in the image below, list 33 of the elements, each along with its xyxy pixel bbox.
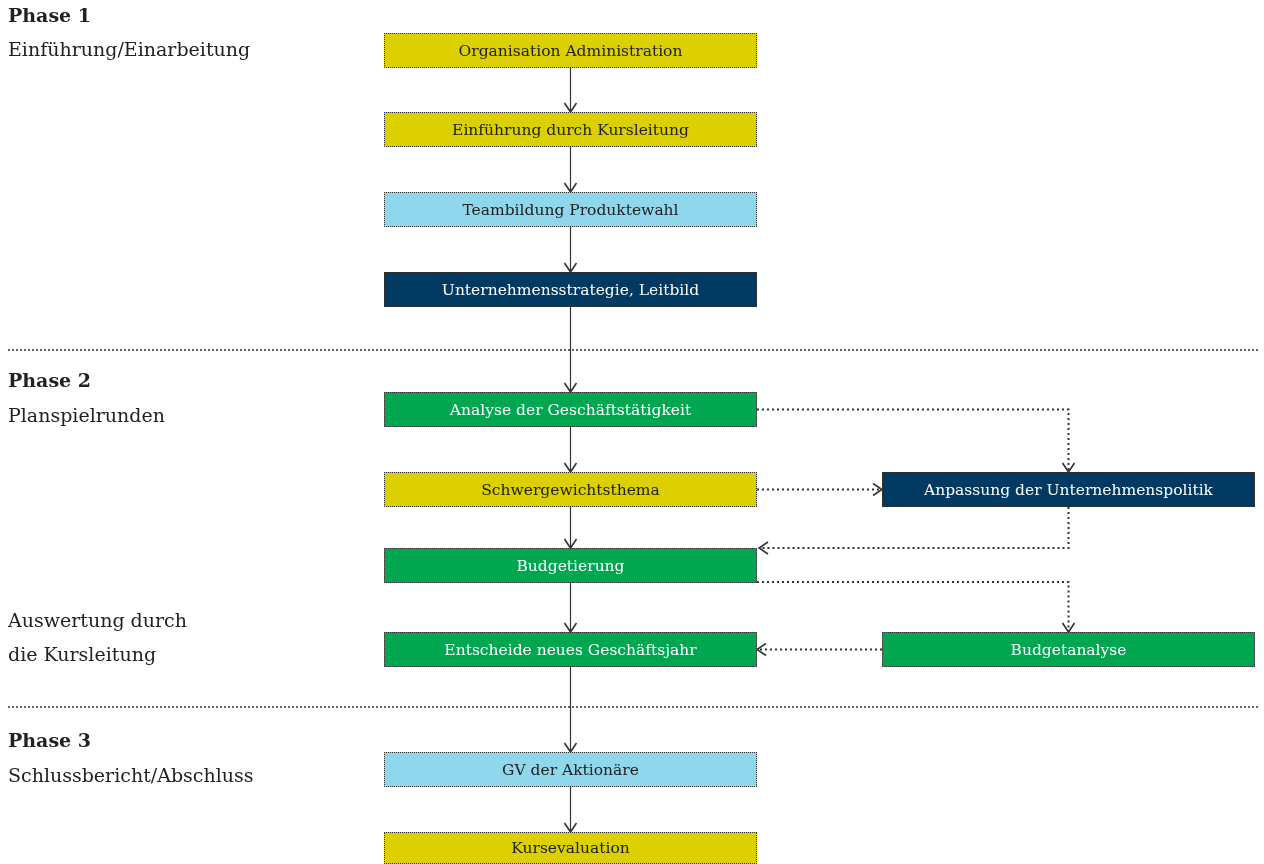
arrow xyxy=(563,146,578,193)
arrow xyxy=(563,226,578,273)
process-box: Budgetanalyse xyxy=(882,632,1255,667)
phase-description: Schlussbericht/Abschluss xyxy=(8,763,254,788)
arrow xyxy=(756,581,1076,633)
arrow xyxy=(563,582,578,633)
process-box: Schwergewichtsthema xyxy=(384,472,757,507)
arrow xyxy=(756,408,1076,473)
phase-heading: Phase 3 xyxy=(8,728,92,753)
process-box: Unternehmensstrategie, Leitbild xyxy=(384,272,757,307)
arrow xyxy=(563,426,578,473)
process-box: Entscheide neues Geschäftsjahr xyxy=(384,632,757,667)
arrow xyxy=(758,506,1070,555)
process-box: GV der Aktionäre xyxy=(384,752,757,787)
arrow xyxy=(563,67,578,113)
arrow xyxy=(563,786,578,833)
phase-heading: Phase 2 xyxy=(8,368,92,393)
process-box: Einführung durch Kursleitung xyxy=(384,112,757,147)
arrow xyxy=(563,506,578,549)
phase-description: Planspielrunden xyxy=(8,403,165,428)
arrow xyxy=(756,482,883,497)
process-box: Analyse der Geschäftstätigkeit xyxy=(384,392,757,427)
arrow xyxy=(756,642,883,657)
arrow xyxy=(563,666,578,753)
phase-description: Einführung/Einarbeitung xyxy=(8,37,251,62)
process-box: Organisation Administration xyxy=(384,33,757,68)
arrow xyxy=(563,306,578,393)
process-box: Teambildung Produktewahl xyxy=(384,192,757,227)
note-text: Auswertung durch die Kursleitung xyxy=(8,608,188,667)
process-box: Budgetierung xyxy=(384,548,757,583)
process-box: Kursevaluation xyxy=(384,832,757,864)
process-box: Anpassung der Unternehmenspolitik xyxy=(882,472,1255,507)
phase-heading: Phase 1 xyxy=(8,3,92,28)
